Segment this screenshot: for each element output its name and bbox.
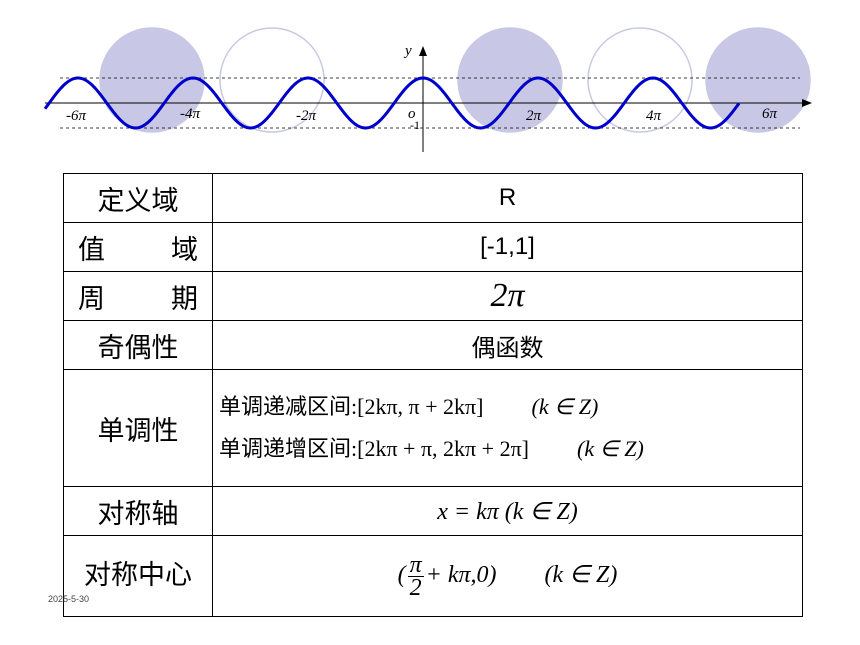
footer-date: 2025-5-30 — [48, 594, 90, 604]
properties-table: 定义域 R 值域 [-1,1] 周期 2π 奇偶性 偶函数 单调性 单调递减区间… — [63, 173, 803, 617]
domain-label: 定义域 — [63, 173, 213, 223]
x-axis-arrow — [802, 99, 812, 107]
range-label-a: 值 — [78, 234, 105, 266]
cosine-curve — [43, 76, 741, 130]
mono-label: 单调性 — [63, 369, 213, 487]
mono-dec-text: 单调递减区间:[2kπ, π + 2kπ] — [219, 394, 484, 419]
x-tick-neg-4pi: -4π — [180, 106, 200, 122]
mono-inc-cond: (k ∈ Z) — [577, 436, 644, 461]
decor-circle-1 — [219, 27, 325, 133]
row-domain: 定义域 R — [63, 173, 803, 223]
period-label-a: 周 — [78, 283, 105, 315]
x-tick-neg-6pi: -6π — [66, 108, 86, 124]
center-num: π — [407, 551, 424, 578]
range-label: 值域 — [63, 222, 213, 272]
y-axis-arrow — [419, 46, 427, 56]
period-label-b: 期 — [171, 283, 198, 315]
x-tick-6pi: 6π — [762, 106, 778, 122]
row-range: 值域 [-1,1] — [63, 222, 803, 272]
center-cond: (k ∈ Z) — [544, 561, 618, 588]
parity-value: 偶函数 — [212, 320, 803, 370]
center-label: 对称中心 — [63, 535, 213, 617]
x-tick-neg-2pi: -2π — [296, 108, 316, 124]
row-axis: 对称轴 x = kπ (k ∈ Z) — [63, 486, 803, 536]
decor-circle-2 — [457, 27, 563, 133]
row-parity: 奇偶性 偶函数 — [63, 320, 803, 370]
x-tick-4pi: 4π — [646, 108, 662, 124]
decor-circle-4 — [705, 27, 811, 133]
origin-label: o — [408, 106, 416, 122]
y-axis-label: y — [403, 43, 412, 59]
mono-value: 单调递减区间:[2kπ, π + 2kπ] (k ∈ Z) 单调递增区间:[2kπ… — [212, 369, 803, 487]
mono-inc-text: 单调递增区间:[2kπ + π, 2kπ + 2π] — [219, 436, 530, 461]
parity-label: 奇偶性 — [63, 320, 213, 370]
axis-value: x = kπ (k ∈ Z) — [212, 486, 803, 536]
mono-dec-cond: (k ∈ Z) — [531, 394, 599, 419]
decorative-circles — [99, 27, 811, 133]
domain-value: R — [212, 173, 803, 223]
mono-decreasing: 单调递减区间:[2kπ, π + 2kπ] (k ∈ Z) — [213, 386, 802, 428]
x-tick-2pi: 2π — [526, 108, 542, 124]
period-label: 周期 — [63, 271, 213, 321]
row-monotonic: 单调性 单调递减区间:[2kπ, π + 2kπ] (k ∈ Z) 单调递增区间:… — [63, 369, 803, 487]
tick-neg-one: -1 — [410, 118, 420, 132]
range-value: [-1,1] — [212, 222, 803, 272]
cosine-graph: y o -1 -6π -4π -2π 2π 4π 6π — [43, 27, 812, 152]
range-label-b: 域 — [171, 234, 198, 266]
center-rest: + kπ,0) — [425, 561, 497, 588]
center-open: ( — [397, 561, 406, 588]
axis-label: 对称轴 — [63, 486, 213, 536]
mono-increasing: 单调递增区间:[2kπ + π, 2kπ + 2π] (k ∈ Z) — [213, 428, 802, 470]
center-den: 2 — [409, 574, 422, 601]
decor-circle-0 — [99, 27, 205, 133]
row-period: 周期 2π — [63, 271, 803, 321]
decor-circle-3 — [587, 27, 693, 133]
period-value: 2π — [212, 271, 803, 321]
